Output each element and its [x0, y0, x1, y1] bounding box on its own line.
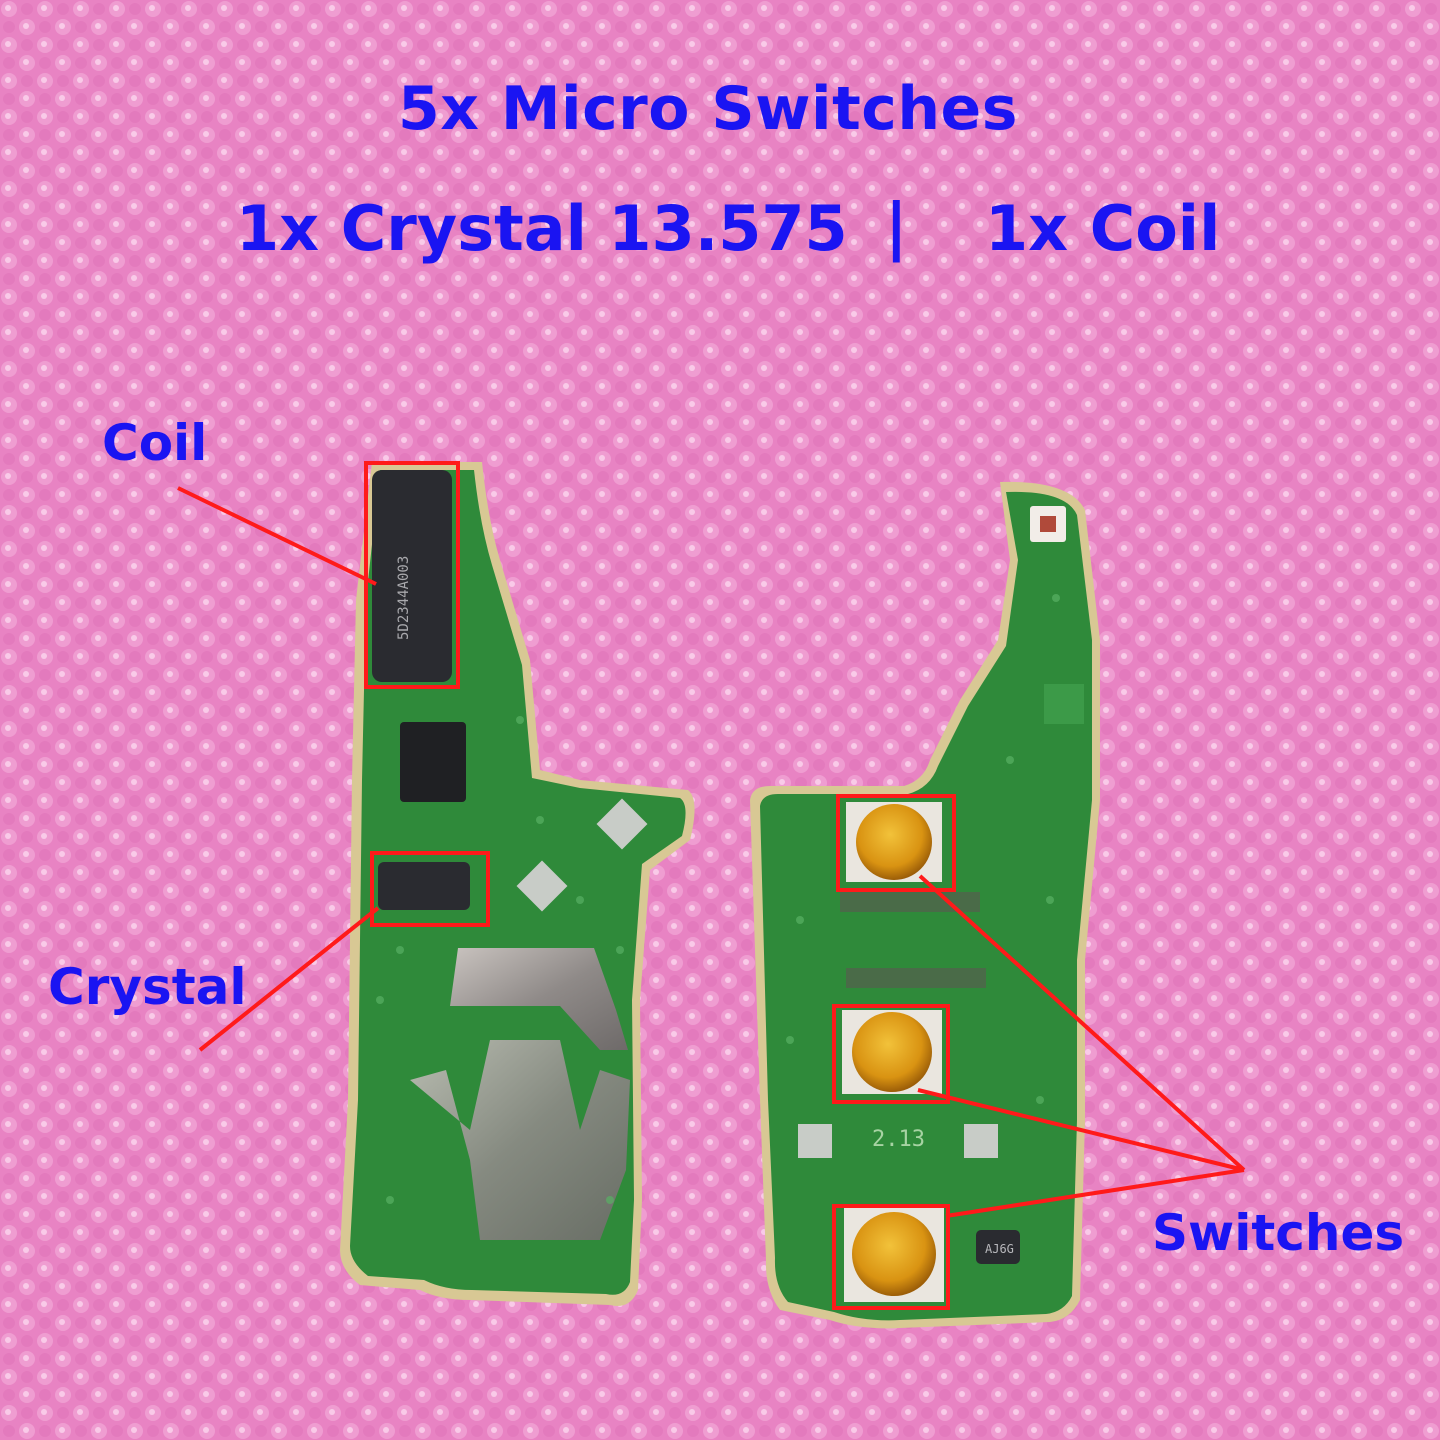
title-micro-switches: 5x Micro Switches — [398, 74, 1018, 144]
test-pad — [596, 798, 648, 850]
connector-strip — [846, 968, 986, 988]
crystal-component — [378, 862, 470, 910]
coil-component — [372, 470, 452, 682]
coil-label: Coil — [102, 414, 208, 472]
micro-switch-3 — [844, 1208, 944, 1302]
led-lens — [1040, 516, 1056, 532]
micro-switch-1 — [846, 802, 942, 882]
coil-marking: 5D2344A003 — [396, 556, 412, 640]
switches-label: Switches — [1152, 1204, 1405, 1262]
switch-3-highlight-box — [832, 1204, 950, 1310]
left-pcb-board: 5D2344A003 — [340, 462, 695, 1306]
small-component — [976, 1230, 1020, 1264]
battery-clip-top — [450, 948, 628, 1050]
coil-highlight-box — [364, 461, 460, 689]
switch-2-pointer — [917, 1088, 1245, 1172]
crystal-highlight-box — [370, 851, 490, 927]
test-pad — [798, 1124, 832, 1158]
title-crystal: 1x Crystal 13.575 — [236, 192, 848, 265]
crystal-label: Crystal — [48, 958, 247, 1016]
switch-3-pointer — [945, 1168, 1245, 1218]
annotation-boxes — [364, 461, 956, 1310]
test-pad — [964, 1124, 998, 1158]
test-pad — [1044, 684, 1084, 724]
battery-clip-bottom — [410, 1040, 630, 1240]
component-marking: AJ6G — [985, 1242, 1014, 1256]
title-separator: | — [885, 190, 908, 263]
test-pad — [516, 860, 568, 912]
title-coil: 1x Coil — [985, 192, 1221, 265]
coil-pointer — [177, 486, 377, 586]
switch-1-highlight-box — [836, 794, 956, 892]
crystal-pointer — [198, 906, 380, 1052]
microcontroller-chip — [400, 722, 466, 802]
micro-switch-2 — [842, 1010, 942, 1094]
annotation-pointers — [177, 486, 1246, 1218]
board-version: 2.13 — [872, 1127, 925, 1152]
switch-1-pointer — [918, 874, 1246, 1172]
switch-2-highlight-box — [832, 1004, 950, 1104]
